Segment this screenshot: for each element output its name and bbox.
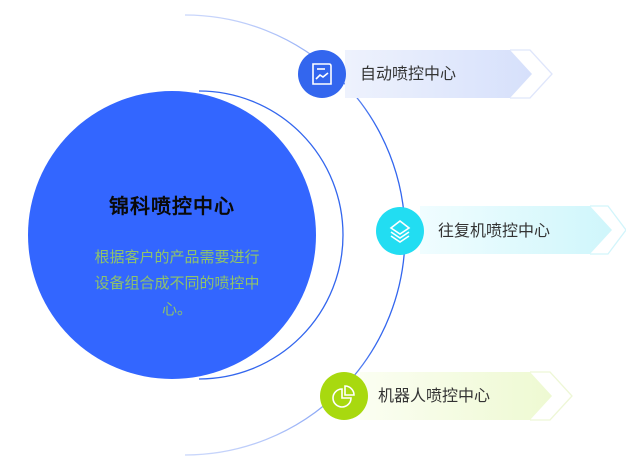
center-circle [28, 91, 316, 379]
center-title: 锦科喷控中心 [109, 194, 235, 218]
banner-2 [420, 205, 626, 255]
item-label-3: 机器人喷控中心 [378, 386, 491, 405]
line-chart-icon [312, 63, 332, 85]
icon-circle-1 [298, 50, 346, 98]
banner-1 [345, 49, 553, 99]
icon-circle-3 [320, 372, 368, 420]
item-label-2: 往复机喷控中心 [438, 221, 551, 240]
banner-3 [360, 371, 573, 421]
pie-chart-icon [332, 385, 355, 408]
icon-circle-2 [376, 207, 424, 255]
center-description: 根据客户的产品需要进行设备组合成不同的喷控中心。 [94, 248, 260, 318]
item-label-1: 自动喷控中心 [360, 64, 457, 83]
layers-icon [389, 219, 411, 243]
inner-orbit-arc [198, 90, 344, 380]
